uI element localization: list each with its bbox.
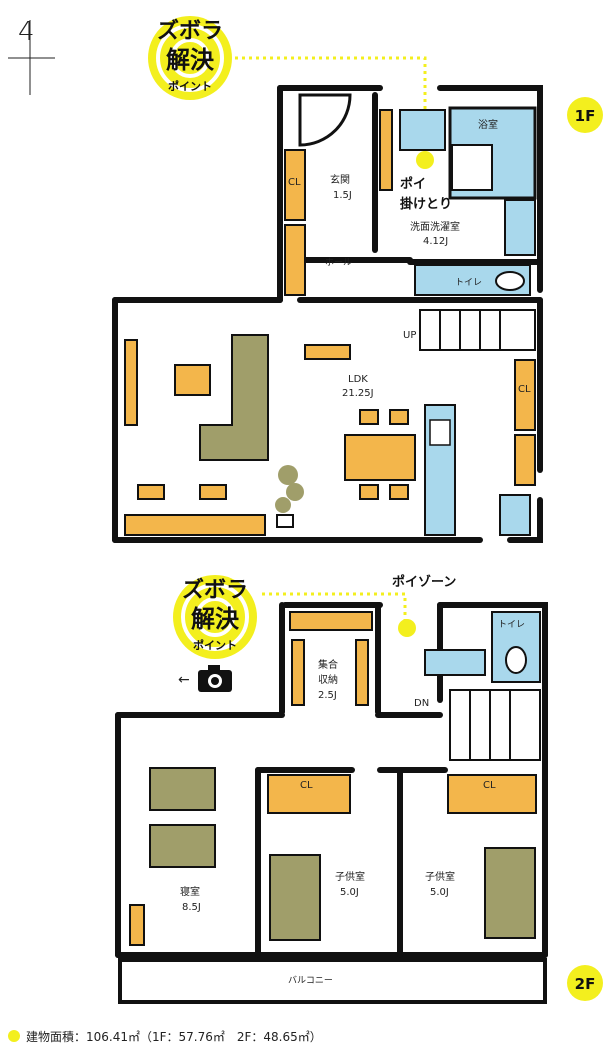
desk-counter [124, 514, 266, 536]
sofa-icon [199, 334, 269, 461]
desk-stool-2 [199, 484, 227, 500]
floor2-badge: 2F [575, 975, 596, 993]
kids2-label: 子供室 [425, 870, 455, 883]
dining-table [344, 434, 416, 481]
toilet-label: トイレ [455, 278, 482, 288]
sink-icon [429, 419, 451, 446]
tv-board [304, 344, 351, 360]
camera-icon [198, 665, 232, 692]
toilet-icon [495, 271, 525, 291]
stair-storage [284, 224, 306, 296]
footer-area-text: 建物面積：106.41㎡（1F：57.76㎡ 2F：48.65㎡） [26, 1029, 322, 1044]
stairs-2f [449, 689, 541, 761]
badge-top-line1: ズボラ [157, 18, 223, 44]
washroom-label: 洗面洗濯室 [410, 220, 460, 233]
floor1-plan: ズボラ 解決 ポイント ポイ 掛けとり 1F [112, 16, 603, 543]
storage-shelf-right [355, 639, 369, 706]
washroom-size: 4.12J [423, 236, 448, 247]
bed-2 [149, 824, 216, 868]
washing-machine-icon [399, 109, 446, 151]
desk-stool-1 [137, 484, 165, 500]
badge-bottom-line3: ポイント [193, 638, 237, 652]
corner-mark: 4 [8, 17, 55, 95]
badge-1f-icon: ズボラ 解決 ポイント [148, 16, 232, 100]
floor2-badge-icon [567, 965, 603, 1001]
stairs-1f [419, 309, 536, 351]
dining-chair-2 [389, 409, 409, 425]
badge-2f-icon: ズボラ 解決 ポイント [173, 575, 257, 659]
ldk-closet [514, 359, 536, 431]
shoe-shelf [379, 109, 393, 191]
camera-arrow: ← [178, 672, 190, 688]
ldk-shelf [514, 434, 536, 486]
corner-number: 4 [18, 17, 35, 47]
storage-shelf-left [291, 639, 305, 706]
kids1-bed [269, 854, 321, 941]
stairs-up-label: UP [403, 330, 416, 341]
stairs-down-label: DN [414, 698, 429, 709]
kids1-closet [267, 774, 351, 814]
kids1-size: 5.0J [340, 887, 359, 898]
kids2-closet-label: CL [483, 780, 496, 791]
kids2-bed [484, 847, 536, 939]
bedroom-shelf [129, 904, 145, 946]
entrance-door [298, 93, 352, 147]
badge-connector-1 [235, 56, 427, 150]
storage-label-1: 集合 [318, 658, 338, 671]
storage-label-2: 収納 [318, 673, 338, 686]
wall-shelf [124, 339, 138, 426]
floor1-badge-icon [567, 97, 603, 133]
ldk-size: 21.25J [342, 388, 374, 399]
floor1-badge: 1F [575, 107, 596, 125]
annotation-second: ポイゾーン [392, 574, 456, 590]
coffee-table [174, 364, 211, 396]
hall-label: ホール [325, 257, 352, 268]
badge-connector-2 [262, 592, 407, 620]
wash-basin-icon [504, 199, 536, 256]
bath-label: 浴室 [478, 118, 498, 131]
kids1-closet-label: CL [300, 780, 313, 791]
balcony [118, 958, 547, 1004]
ldk-closet-label: CL [518, 384, 531, 395]
kids2-size: 5.0J [430, 887, 449, 898]
badge-top-line2: 解決 [166, 46, 215, 74]
badge-bottom-line1: ズボラ [182, 577, 248, 603]
storage-shelf-top [289, 611, 373, 631]
floor2-plan: ズボラ 解決 ポイント ポイゾーン ← 2F [115, 574, 603, 1004]
toilet2-icon [505, 646, 527, 674]
entrance-size: 1.5J [333, 190, 352, 201]
entrance-closet-label: CL [288, 177, 301, 188]
entrance-closet [284, 149, 306, 221]
footer-bullet-icon [8, 1030, 20, 1042]
balcony-label: バルコニー [288, 975, 333, 986]
dining-chair-1 [359, 409, 379, 425]
kids1-label: 子供室 [335, 870, 365, 883]
badge-bottom-line2: 解決 [191, 605, 240, 633]
bedroom-label: 寝室 [180, 885, 200, 898]
badge-top-line3: ポイント [168, 79, 212, 93]
toilet2-label: トイレ [498, 620, 525, 630]
bathtub-icon [451, 144, 493, 191]
kids2-closet [447, 774, 537, 814]
point-dot-1 [416, 151, 434, 169]
entrance-label: 玄関 [330, 173, 350, 186]
storage-size: 2.5J [318, 690, 337, 701]
point-dot-2 [398, 619, 416, 637]
bedroom-size: 8.5J [182, 902, 201, 913]
fridge-icon [499, 494, 531, 536]
dining-chair-3 [359, 484, 379, 500]
dining-chair-4 [389, 484, 409, 500]
ldk-label: LDK [348, 374, 368, 385]
annotation-first-line2: 掛けとり [400, 196, 452, 212]
plant-icon [275, 465, 304, 528]
bed-1 [149, 767, 216, 811]
annotation-first-line1: ポイ [400, 176, 426, 192]
hand-basin-icon [424, 649, 486, 676]
